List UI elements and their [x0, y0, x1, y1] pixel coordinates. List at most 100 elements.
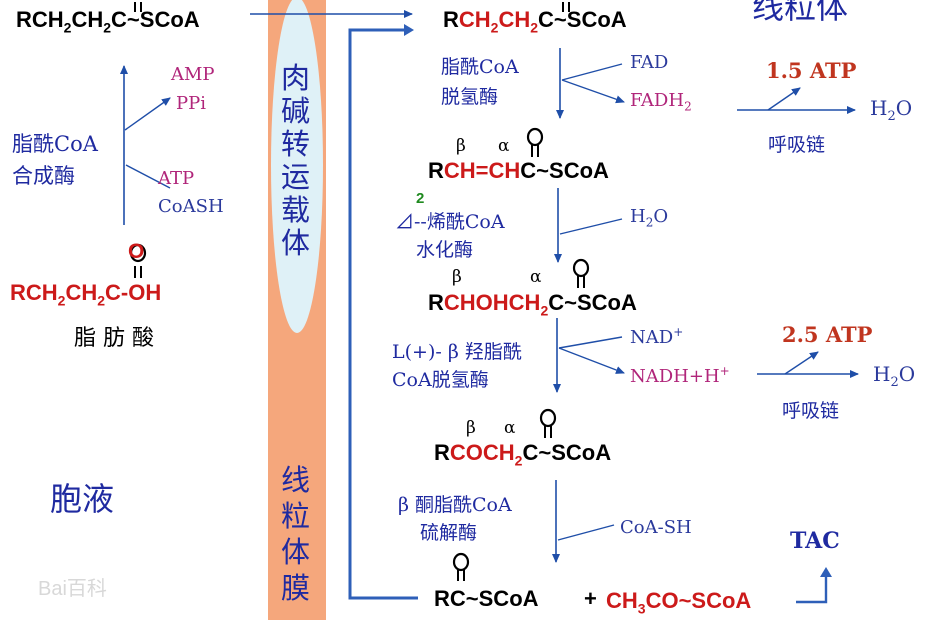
formula-prefix: RCH [16, 7, 64, 32]
subscript: 2 [103, 19, 112, 36]
fadh2-label: FADH2 [630, 90, 692, 114]
step3-alpha: α [530, 267, 542, 287]
nad-label: NAD+ [630, 325, 683, 348]
fatty-acid-formula: RCH2CH2C-OH [10, 280, 161, 308]
coash-line [557, 524, 615, 541]
fadh2-arrow [561, 79, 625, 104]
fatty-acid-name: 脂 肪 酸 [74, 326, 154, 351]
step1-enzyme-line1: 脂酰CoA [441, 56, 519, 78]
atp-label: ATP [158, 168, 195, 189]
fatty-acid-oxygen: O [128, 240, 145, 263]
subscript: 2 [540, 302, 549, 319]
amp-label: AMP [171, 64, 215, 85]
step4-formula: RCOCH2C~SCoA [434, 440, 611, 468]
step4-enzyme-line1: β 酮脂酰CoA [398, 494, 512, 516]
cytosol-label: 胞液 [50, 480, 115, 518]
ppi-label: PPi [176, 93, 206, 114]
step4-beta: β [466, 418, 476, 438]
product-acyl-coa: RC~SCoA [434, 586, 539, 612]
formula-r: R [443, 7, 459, 32]
step2-enzyme-line2: 水化酶 [416, 239, 474, 261]
subscript: 2 [57, 292, 66, 309]
water-o: O [653, 206, 669, 227]
amp-arrow [124, 97, 171, 131]
carbonyl-oxygens [129, 127, 590, 572]
h2o-in-line [559, 218, 623, 235]
atp1-arrow [767, 87, 801, 111]
step2-formula: RCH=CHC~SCoA [428, 158, 609, 184]
cycle-return-arrow [348, 28, 418, 600]
formula-mid: CH [65, 280, 98, 305]
formula-r: R [428, 290, 444, 315]
subscript: 2 [645, 215, 654, 230]
nad-line [558, 336, 623, 349]
step2-enzyme-line1: ⊿--烯酰CoA [395, 211, 505, 233]
subscript: 2 [63, 19, 72, 36]
subscript: 2 [684, 99, 692, 114]
acetyl-ch: CH [606, 588, 638, 613]
nad-text: NAD [630, 327, 674, 348]
subscript: 3 [637, 600, 646, 617]
atp2-arrow [784, 351, 819, 375]
formula-red: CH2CH2 [458, 7, 539, 36]
cycle-return-arrowhead [404, 24, 414, 36]
superscript: + [719, 364, 730, 378]
formula-red: CHOHCH [443, 290, 541, 315]
acetyl-tail: CO~SCoA [645, 588, 752, 613]
mitochondria-label: 线粒体 [752, 0, 849, 26]
nadh-text: NADH+H [630, 366, 720, 387]
formula-tail: C~SCoA [449, 586, 539, 611]
step4-enzyme-line2: 硫解酶 [420, 522, 478, 544]
atp-arrow [125, 164, 171, 189]
atp1-label: 1.5 ATP [766, 58, 857, 83]
chain2-label: 呼吸链 [782, 400, 840, 422]
step2-number: 2 [416, 190, 425, 207]
step4-alpha: α [504, 418, 516, 438]
carrier-label: 肉碱转运载体 [281, 61, 311, 260]
coash-label-right: CoA-SH [620, 517, 692, 538]
nadh-label: NADH+H+ [630, 364, 730, 387]
step3-formula: RCHOHCH2C~SCoA [428, 290, 637, 318]
formula-mid: CH [71, 7, 104, 32]
step3-enzyme-line2: CoA脱氢酶 [392, 369, 489, 391]
superscript: + [673, 325, 684, 339]
water-h: H [630, 206, 646, 227]
water1-label: H2O [870, 96, 912, 124]
subscript: 2 [97, 292, 106, 309]
watermark: Bai百科 [38, 578, 107, 600]
carnitine-carrier [271, 0, 323, 333]
formula-tail: C~SCoA [522, 440, 612, 465]
carbonyl-bonds [134, 2, 585, 581]
left-acyl-coa: RCH2CH2C~SCoA [16, 7, 200, 35]
tac-label: TAC [790, 528, 840, 554]
water-h: H [870, 96, 888, 120]
tac-arrow [796, 575, 828, 604]
formula-prefix: RCH [10, 280, 58, 305]
formula-tail: C~SCoA [520, 158, 609, 183]
nadh-arrow [558, 347, 625, 374]
atp2-label: 2.5 ATP [782, 322, 873, 347]
formula-tail: C~SCoA [538, 7, 627, 32]
plus-sign: + [584, 586, 597, 611]
coash-label: CoASH [158, 196, 224, 217]
formula-tail: C~SCoA [111, 7, 200, 32]
water-o: O [895, 96, 913, 120]
water-o: O [898, 362, 916, 386]
water2-label: H2O [873, 362, 915, 390]
formula-r: R [428, 158, 444, 183]
step3-beta: β [452, 267, 462, 287]
step3-enzyme-line1: L(+)- β 羟脂酰 [392, 341, 522, 363]
subscript: 2 [887, 109, 896, 124]
chain1-label: 呼吸链 [768, 134, 826, 156]
fad-line [561, 63, 623, 81]
fad-label: FAD [630, 52, 669, 73]
water-h: H [873, 362, 891, 386]
product-acetyl-coa: CH3CO~SCoA [606, 588, 751, 616]
formula-red: COCH [449, 440, 515, 465]
formula-tail: C~SCoA [548, 290, 637, 315]
step2-beta: β [456, 136, 466, 156]
step1-enzyme-line2: 脱氢酶 [441, 86, 499, 108]
h2o-in-label: H2O [630, 206, 668, 230]
fadh-text: FADH [630, 90, 685, 111]
membrane-label: 线粒体膜 [281, 463, 311, 605]
